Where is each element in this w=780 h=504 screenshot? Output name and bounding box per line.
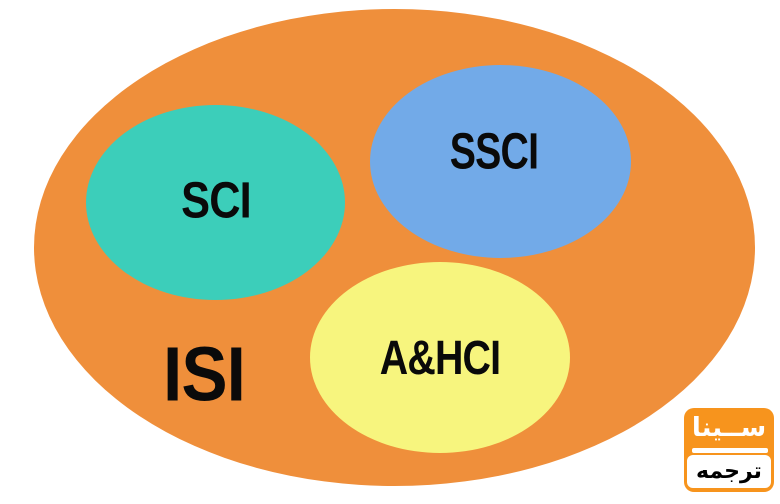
- ssci-label: SSCI: [449, 122, 539, 180]
- logo-text-tarjomeh: ترجمه: [687, 455, 771, 488]
- logo-text-sina: ســينا: [691, 413, 767, 443]
- logo-underline-bar: [692, 448, 768, 453]
- sci-label: SCI: [181, 171, 252, 229]
- ahci-label: A&HCI: [379, 332, 501, 385]
- isi-label: ISI: [162, 331, 246, 418]
- ssci-ellipse: [370, 65, 631, 258]
- ahci-ellipse: [310, 262, 570, 453]
- sci-ellipse: [86, 105, 345, 300]
- sina-tarjomeh-logo: ســينا ترجمه: [684, 408, 774, 492]
